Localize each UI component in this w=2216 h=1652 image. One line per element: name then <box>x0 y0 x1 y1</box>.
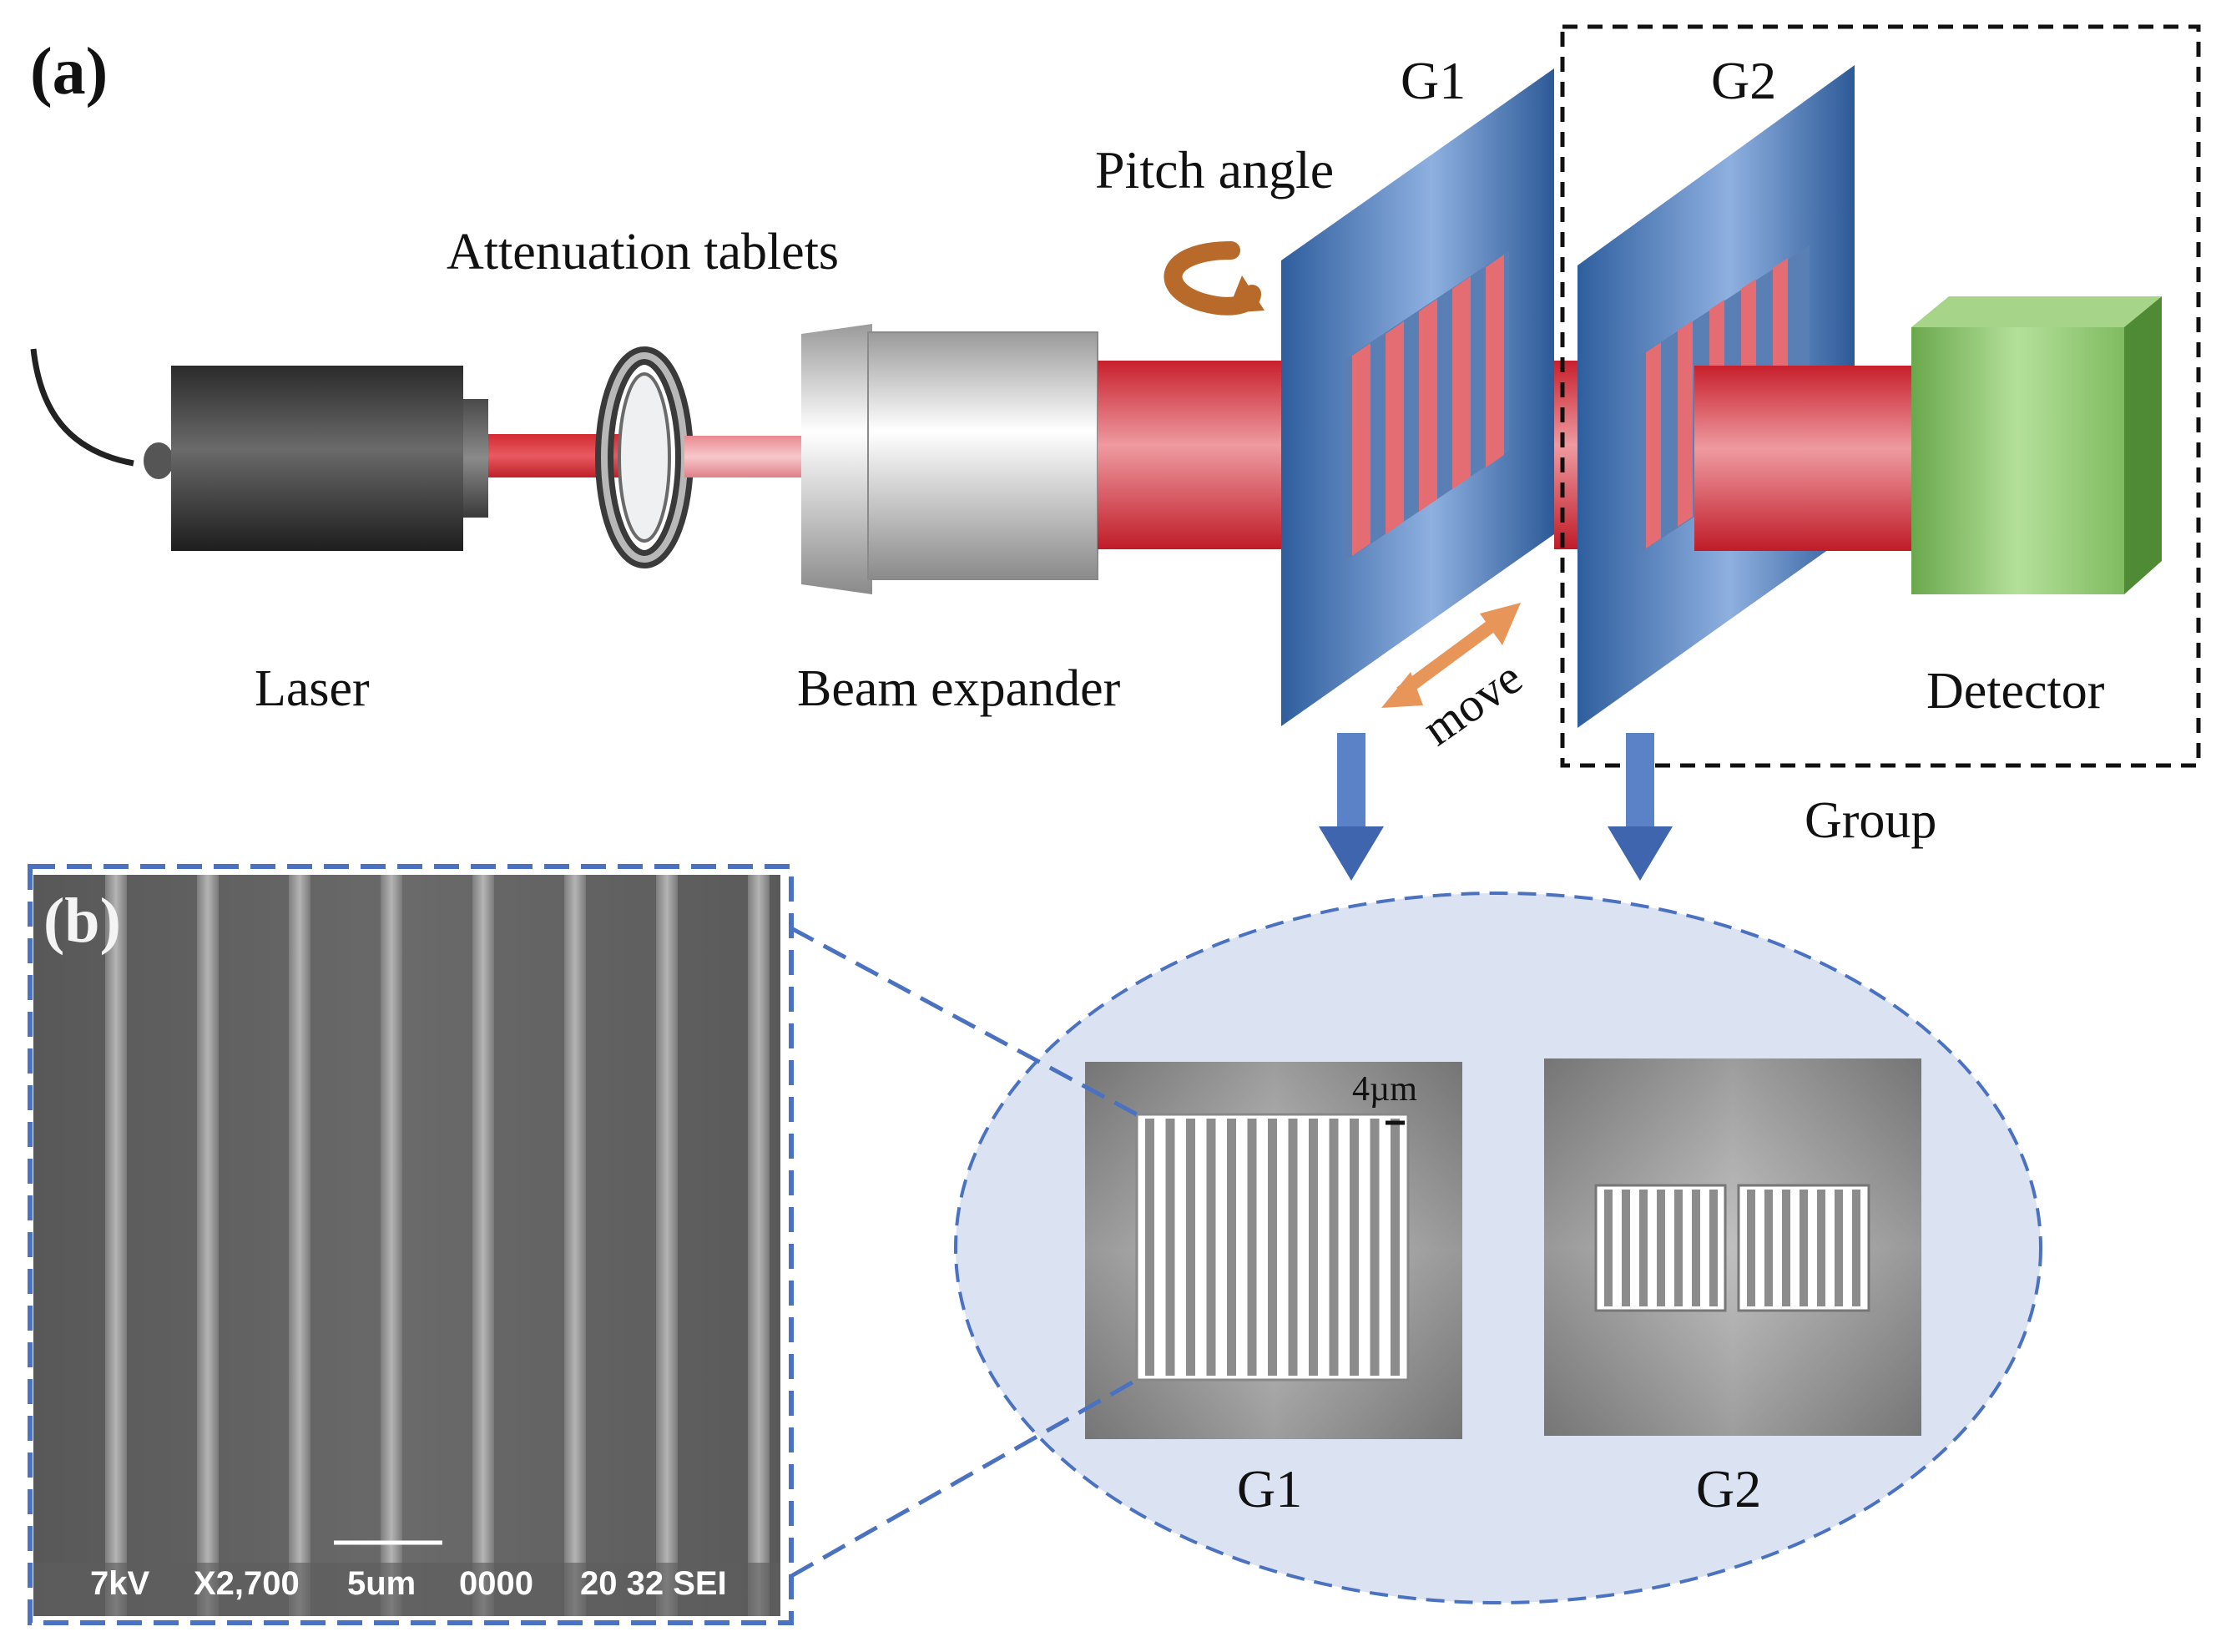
zoom-g2-stripe <box>1639 1190 1648 1306</box>
zoom-g1-stripe <box>1227 1119 1236 1376</box>
sem-stripe <box>656 875 678 1616</box>
zoom-g1 <box>1085 1062 1462 1439</box>
zoom-g2-stripe <box>1747 1190 1755 1306</box>
attenuated-beam <box>684 436 810 477</box>
zoom-g1-stripe <box>1206 1119 1216 1376</box>
laser-body <box>171 366 463 551</box>
zoom-g1-stripe <box>1268 1119 1277 1376</box>
sem-stripes <box>105 875 770 1616</box>
panel-a-label: (a) <box>30 35 108 109</box>
attenuation-label: Attenuation tablets <box>447 224 839 280</box>
g2-label: G2 <box>1711 51 1776 110</box>
zoom-g2-stripe <box>1852 1190 1860 1306</box>
detector-label: Detector <box>1926 663 2105 720</box>
group-label: Group <box>1805 792 1936 849</box>
expanded-beam-3 <box>1694 366 1911 551</box>
sem-voltage: 7kV <box>90 1565 149 1602</box>
zoom-g2-stripe <box>1657 1190 1665 1306</box>
zoom-g2-stripe <box>1622 1190 1630 1306</box>
zoom-g2-stripe <box>1674 1190 1683 1306</box>
sem-stripe <box>472 875 494 1616</box>
laser-cap <box>463 399 488 518</box>
zoom-g1-stripe <box>1309 1119 1318 1376</box>
attenuation-tablet <box>595 346 694 568</box>
zoom-g2-stripe <box>1764 1190 1773 1306</box>
sem-stripe <box>381 875 402 1616</box>
g1-down-arrow-icon <box>1319 733 1384 881</box>
g2-down-arrow-icon <box>1608 733 1673 881</box>
grating-g1 <box>1281 68 1554 726</box>
zoom-scale-label: 4µm <box>1352 1070 1417 1109</box>
sem-code: 0000 <box>459 1565 533 1602</box>
zoom-g2-stripe <box>1692 1190 1700 1306</box>
beam-expander-label: Beam expander <box>797 660 1121 717</box>
sem-stripe <box>748 875 770 1616</box>
zoom-g1-stripe <box>1186 1119 1195 1376</box>
panel-b-label: (b) <box>43 886 121 956</box>
g1-label: G1 <box>1401 51 1466 110</box>
zoom-g1-stripe <box>1288 1119 1298 1376</box>
sem-image <box>33 875 780 1616</box>
pitch-angle-label: Pitch angle <box>1095 140 1334 200</box>
g1-stripes <box>1352 255 1504 556</box>
zoom-g1-stripe <box>1391 1119 1400 1376</box>
sem-stripe <box>289 875 310 1616</box>
laser-cable <box>30 348 134 467</box>
zoom-g1-stripe <box>1247 1119 1257 1376</box>
sem-scale-text: 5um <box>347 1565 416 1602</box>
zoom-g1-stripe <box>1145 1119 1154 1376</box>
pitch-rotation-icon <box>1164 241 1264 316</box>
sem-info-bar: 7kV X2,700 5um 0000 20 32 SEI <box>90 1565 727 1602</box>
sem-stripe <box>564 875 586 1616</box>
move-arrow-icon <box>1381 603 1521 708</box>
sem-stripe <box>197 875 219 1616</box>
laser-label: Laser <box>255 660 370 717</box>
sem-stripe <box>105 875 127 1616</box>
panel-b-frame <box>28 864 794 1625</box>
sem-session: 20 32 SEI <box>580 1565 727 1602</box>
zoom-connector-bottom <box>790 1377 1138 1579</box>
sem-magnification: X2,700 <box>194 1565 300 1602</box>
zoom-g2-stripe <box>1709 1190 1718 1306</box>
expanded-beam-2 <box>1554 361 1579 549</box>
expanded-beam-1 <box>1098 361 1306 549</box>
laser-connector <box>144 442 174 479</box>
detector <box>1911 296 2162 594</box>
zoom-g1-label: G1 <box>1237 1459 1302 1518</box>
zoom-g2-stripe <box>1835 1190 1843 1306</box>
zoom-g1-stripe <box>1350 1119 1359 1376</box>
zoom-g2-stripe <box>1604 1190 1613 1306</box>
zoom-g1-stripe <box>1329 1119 1339 1376</box>
zoom-g2 <box>1544 1058 1921 1436</box>
beam-expander <box>801 324 1098 594</box>
zoom-g2-stripe <box>1817 1190 1825 1306</box>
zoom-g1-stripes <box>1145 1119 1400 1376</box>
zoom-g2-stripe <box>1800 1190 1808 1306</box>
zoom-g2-label: G2 <box>1696 1459 1761 1518</box>
zoom-g2-stripes <box>1604 1190 1860 1306</box>
zoom-g1-stripe <box>1165 1119 1175 1376</box>
zoom-g1-stripe <box>1370 1119 1380 1376</box>
zoom-connector-top <box>790 926 1138 1117</box>
group-box <box>1560 24 2201 768</box>
zoom-g2-stripe <box>1782 1190 1790 1306</box>
